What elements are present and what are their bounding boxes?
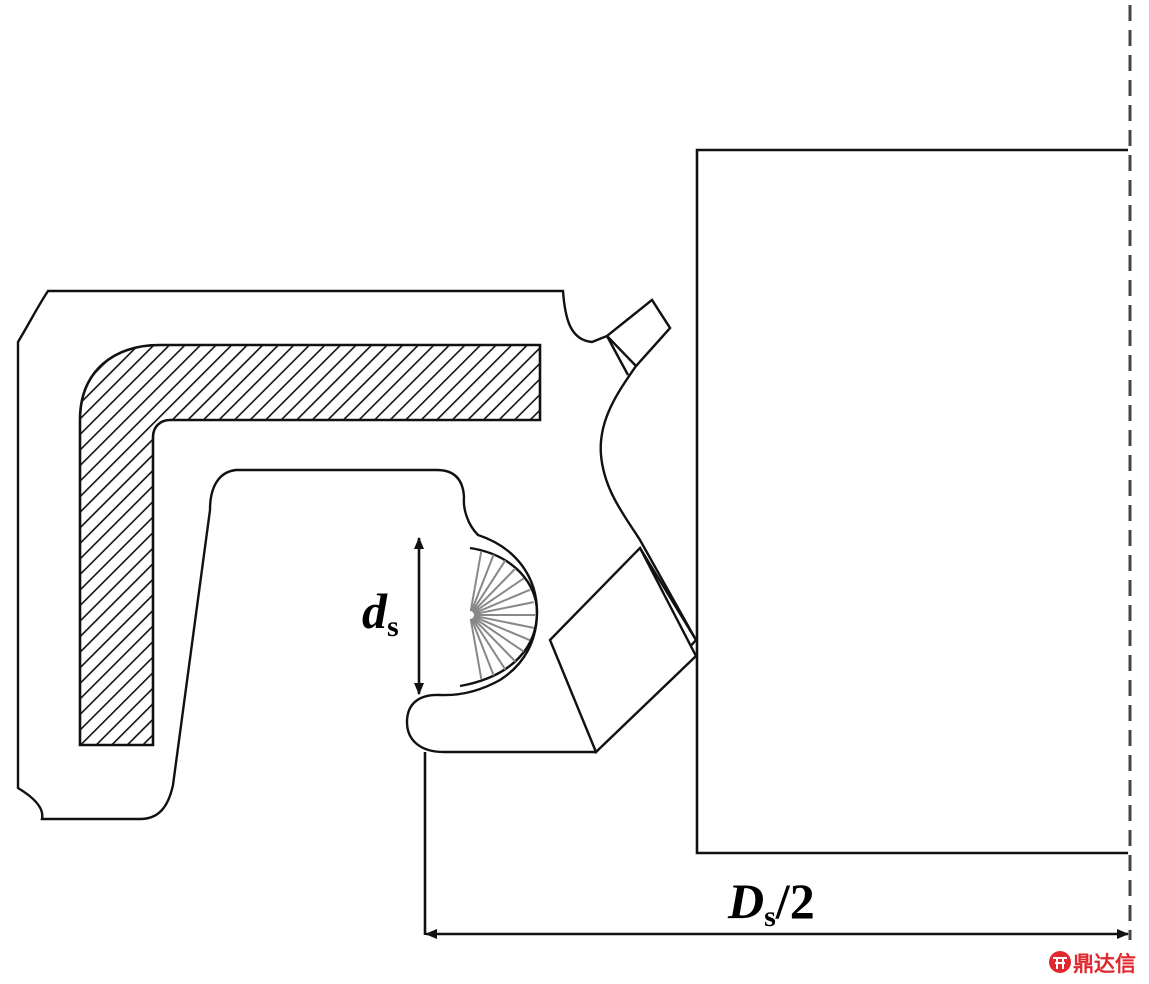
watermark: 鼎达信 bbox=[1049, 951, 1136, 976]
spring-ray bbox=[471, 617, 507, 671]
ds-label: ds bbox=[362, 583, 399, 643]
spring-ray bbox=[469, 618, 483, 680]
shaft bbox=[695, 148, 1128, 855]
spring-ray bbox=[469, 550, 483, 612]
spring-ray bbox=[471, 559, 507, 613]
spring-ray bbox=[472, 616, 525, 653]
spring-ray bbox=[470, 554, 495, 612]
ddx-logo-icon bbox=[1049, 951, 1071, 973]
spring-ray bbox=[473, 614, 534, 629]
spring-ray bbox=[472, 617, 517, 663]
spring-ray bbox=[473, 588, 531, 615]
spring-ray bbox=[473, 601, 534, 616]
seal-lip-edge bbox=[638, 547, 698, 641]
ds2-label: Ds/2 bbox=[727, 873, 815, 933]
spring-ray bbox=[472, 577, 525, 614]
metal-insert bbox=[78, 343, 542, 747]
spring-ray bbox=[472, 567, 517, 613]
spring-ray bbox=[470, 618, 495, 676]
spring-ray bbox=[473, 615, 531, 642]
dust-lip-edge bbox=[605, 335, 630, 376]
dust-lip bbox=[605, 298, 672, 368]
watermark-text: 鼎达信 bbox=[1073, 952, 1136, 976]
garter-spring bbox=[459, 546, 539, 688]
lip-wedge bbox=[548, 545, 698, 755]
